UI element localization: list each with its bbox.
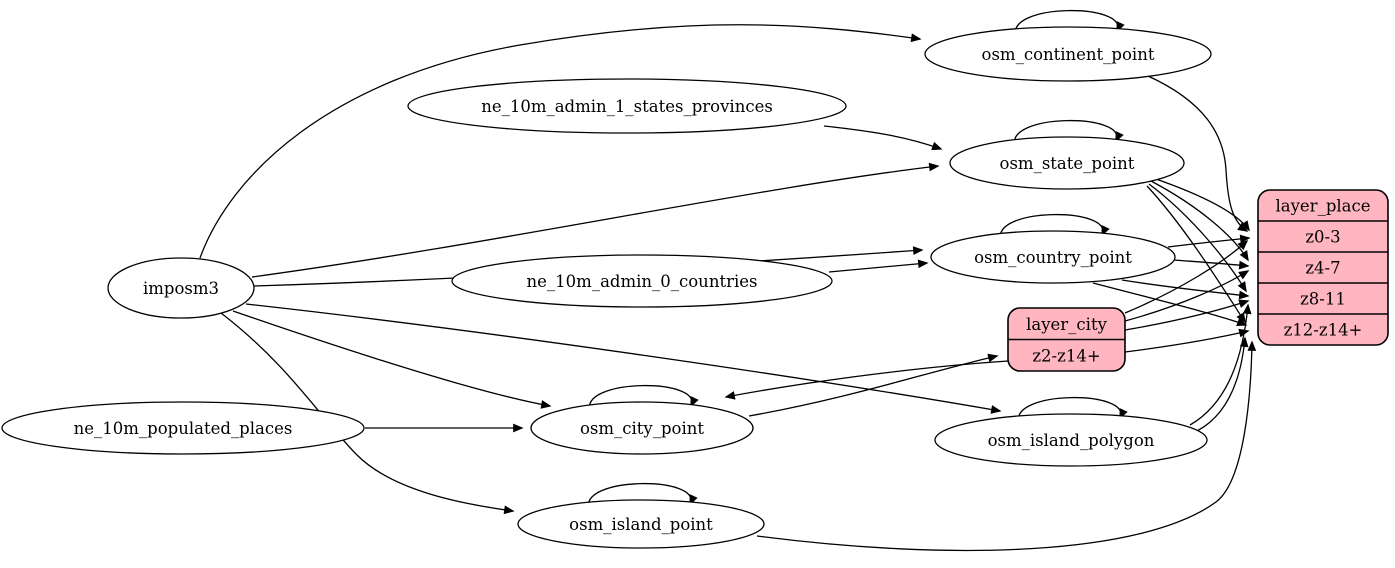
node-shape-osm_island_polygon bbox=[934, 413, 1208, 467]
self-loop-osm_island_point bbox=[588, 482, 698, 510]
edge-osm_state_point-layer_place-z8-11 bbox=[1148, 183, 1247, 293]
nodes-layer: imposm3 ne_10m_admin_1_states_provincesne… bbox=[1, 9, 1389, 549]
edge-layer_city-layer_place-z0-3 bbox=[1124, 239, 1249, 314]
node-imposm3: imposm3 bbox=[107, 257, 255, 319]
node-label-osm_country_point: osm_country_point bbox=[974, 248, 1132, 267]
record-layer_city: layer_city z2-z14+ bbox=[1007, 307, 1126, 372]
node-label-imposm3: imposm3 bbox=[143, 279, 219, 298]
record-title-layer_place: layer_place bbox=[1275, 197, 1370, 216]
node-label-osm_island_point: osm_island_point bbox=[569, 515, 713, 534]
node-ne_10m_admin_1_states_provinces: ne_10m_admin_1_states_provinces bbox=[407, 78, 847, 134]
node-label-ne_10m_admin_0_countries: ne_10m_admin_0_countries bbox=[527, 272, 758, 291]
node-ne_10m_admin_0_countries: ne_10m_admin_0_countries bbox=[451, 254, 833, 308]
node-shape-ne_10m_admin_0_countries bbox=[451, 254, 833, 308]
edge-osm_island_polygon-layer_place-z8-11 bbox=[1189, 303, 1252, 426]
edge-imposm3-osm_island_point bbox=[220, 312, 515, 515]
edge-imposm3-osm_city_point bbox=[232, 310, 552, 409]
node-label-osm_state_point: osm_state_point bbox=[1000, 154, 1135, 173]
node-shape-imposm3 bbox=[107, 257, 255, 319]
edge-osm_island_polygon-layer_place-z12-z14+ bbox=[1196, 336, 1249, 432]
edge-osm_island_point-layer_place-z12-z14+ bbox=[756, 340, 1257, 552]
edge-osm_city_point-layer_city-z2-z14+ bbox=[748, 353, 999, 417]
edge-imposm3-osm_island_polygon bbox=[245, 303, 1002, 414]
record-row-layer_place-z0-3: z0-3 bbox=[1305, 228, 1340, 247]
self-loop-osm_state_point bbox=[1014, 119, 1124, 147]
record-layer_place: layer_place z0-3 z4-7 z8-11 z12-z14+ bbox=[1257, 189, 1389, 346]
self-loop-osm_continent_point bbox=[1015, 9, 1125, 37]
node-osm_continent_point: osm_continent_point bbox=[924, 9, 1212, 82]
edge-osm_country_point-layer_place-z0-3 bbox=[1167, 234, 1251, 248]
edges-layer bbox=[199, 24, 1257, 552]
record-shape-layer_place bbox=[1257, 189, 1389, 346]
edge-layer_city-layer_place-z8-11 bbox=[1124, 299, 1250, 331]
edge-osm_country_point-layer_place-z4-7 bbox=[1173, 259, 1250, 270]
record-row-layer_city-z2-z14+: z2-z14+ bbox=[1032, 346, 1100, 365]
edge-osm_state_point-layer_place-z4-7 bbox=[1150, 180, 1249, 262]
edge-ne_10m_admin_0_countries-osm_country_point bbox=[828, 259, 929, 273]
self-loop-osm_city_point bbox=[589, 384, 699, 412]
edge-osm_state_point-layer_place-z12-z14+ bbox=[1146, 185, 1246, 324]
record-row-layer_place-z4-7: z4-7 bbox=[1305, 259, 1340, 278]
edge-osm_continent_point-layer_place-z0-3 bbox=[1147, 75, 1249, 232]
node-label-osm_continent_point: osm_continent_point bbox=[982, 45, 1155, 64]
node-label-ne_10m_admin_1_states_provinces: ne_10m_admin_1_states_provinces bbox=[481, 97, 773, 116]
self-loop-osm_country_point bbox=[1000, 213, 1110, 241]
node-shape-osm_state_point bbox=[949, 136, 1185, 190]
record-row-layer_place-z12-z14+: z12-z14+ bbox=[1284, 321, 1363, 340]
node-osm_state_point: osm_state_point bbox=[949, 119, 1185, 190]
node-shape-osm_island_point bbox=[517, 499, 765, 549]
edge-imposm3-osm_state_point bbox=[251, 162, 940, 278]
node-osm_island_polygon: osm_island_polygon bbox=[934, 396, 1208, 467]
edge-layer_city-layer_place-z4-7 bbox=[1124, 270, 1250, 322]
self-loop-osm_island_polygon bbox=[1018, 396, 1128, 424]
edge-osm_state_point-layer_place-z0-3 bbox=[1152, 177, 1250, 232]
node-osm_island_point: osm_island_point bbox=[517, 482, 765, 549]
edge-osm_country_point-layer_place-z8-11 bbox=[1121, 279, 1250, 300]
node-shape-ne_10m_admin_1_states_provinces bbox=[407, 78, 847, 134]
node-shape-osm_country_point bbox=[930, 230, 1176, 284]
node-ne_10m_populated_places: ne_10m_populated_places bbox=[1, 401, 365, 455]
node-shape-osm_city_point bbox=[530, 401, 754, 455]
node-shape-ne_10m_populated_places bbox=[1, 401, 365, 455]
node-label-ne_10m_populated_places: ne_10m_populated_places bbox=[74, 419, 293, 438]
edge-layer_city-osm_city_point bbox=[724, 360, 1009, 400]
edge-layer_city-layer_place-z12-z14+ bbox=[1124, 328, 1250, 353]
node-osm_city_point: osm_city_point bbox=[530, 384, 754, 455]
node-osm_country_point: osm_country_point bbox=[930, 213, 1176, 284]
edge-osm_country_point-layer_place-z12-z14+ bbox=[1092, 282, 1248, 327]
edge-imposm3-osm_continent_point bbox=[199, 24, 922, 259]
record-row-layer_place-z8-11: z8-11 bbox=[1300, 290, 1346, 309]
node-shape-osm_continent_point bbox=[924, 26, 1212, 82]
edge-ne_10m_admin_1_states_provinces-osm_state_point bbox=[823, 125, 943, 151]
node-label-osm_island_polygon: osm_island_polygon bbox=[988, 431, 1155, 450]
node-label-osm_city_point: osm_city_point bbox=[580, 419, 704, 438]
record-title-layer_city: layer_city bbox=[1026, 315, 1107, 334]
